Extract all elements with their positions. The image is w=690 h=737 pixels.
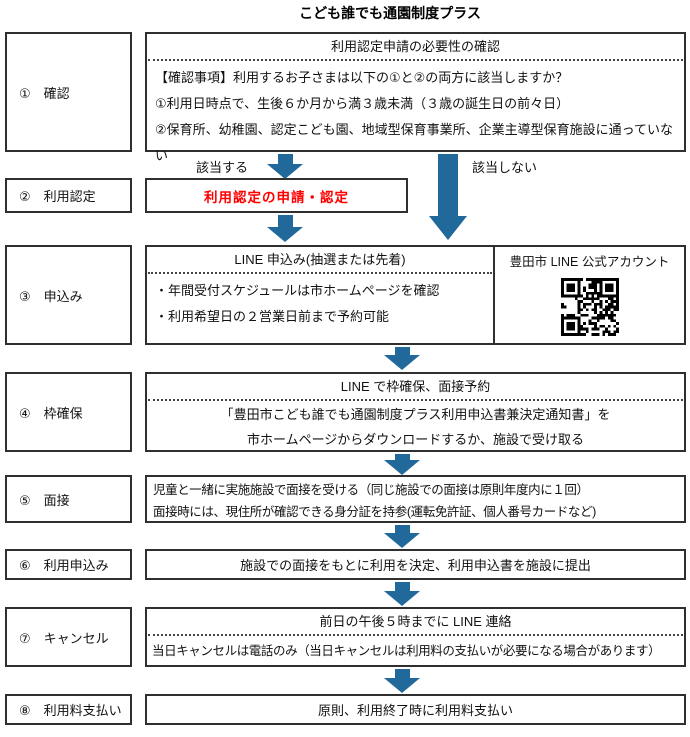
arrow-shaft <box>394 525 410 533</box>
step1-line1: 【確認事項】利用するお子さまは以下の①と②の両方に該当しますか？ <box>155 70 569 85</box>
step4-label-box: ④ 枠確保 <box>5 372 132 452</box>
arrow-head <box>267 164 303 179</box>
step5-content-box: 児童と一緒に実施施設で面接を受ける（同じ施設での面接は原則年度内に１回） 面接時… <box>145 475 686 523</box>
step7-line1: 当日キャンセルは電話のみ（当日キャンセルは利用料の支払いが必要になる場合がありま… <box>152 644 661 658</box>
line-account-caption: 豊田市 LINE 公式アカウント <box>509 255 670 269</box>
step8-content-box: 原則、利用終了時に利用料支払い <box>145 694 686 725</box>
arrow-down-icon <box>384 347 420 370</box>
arrow-shaft <box>277 154 293 164</box>
step3-bullet2: ・利用希望日の２営業日前まで予約可能 <box>155 309 390 324</box>
step2-label-box: ② 利用認定 <box>5 178 132 213</box>
arrow-shaft <box>394 454 410 460</box>
dotted-divider <box>148 399 683 401</box>
step1-header: 利用認定申請の必要性の確認 <box>330 39 500 54</box>
arrow-down-long-icon <box>429 154 467 240</box>
branch-yes-label: 該当する <box>196 160 249 175</box>
arrow-down-icon <box>384 582 420 606</box>
arrow-shaft <box>394 347 410 355</box>
step2-content-box: 利用認定の申請・認定 <box>145 178 408 213</box>
step6-label: ⑥ 利用申込み <box>19 558 109 573</box>
step6-label-box: ⑥ 利用申込み <box>5 549 132 580</box>
branch-no-label: 該当しない <box>472 160 538 175</box>
step4-header: LINE で枠確保、面接予約 <box>340 379 491 394</box>
step3-label-box: ③ 申込み <box>5 245 132 345</box>
step4-line2: 市ホームページからダウンロードするか、施設で受け取る <box>246 432 585 447</box>
step6-line1: 施設での面接をもとに利用を決定、利用申込書を施設に提出 <box>240 558 591 573</box>
step7-label: ⑦ キャンセル <box>19 630 109 646</box>
step1-label: ① 確認 <box>19 85 70 101</box>
dotted-divider <box>148 59 683 61</box>
step8-line1: 原則、利用終了時に利用料支払い <box>317 703 513 718</box>
arrow-down-icon <box>267 215 303 242</box>
line-account-panel: 豊田市 LINE 公式アカウント <box>493 247 684 343</box>
arrow-shaft <box>438 154 458 216</box>
arrow-head <box>384 533 420 548</box>
arrow-down-icon <box>384 525 420 548</box>
arrow-down-icon <box>384 454 420 475</box>
step1-content-box: 利用認定申請の必要性の確認 【確認事項】利用するお子さまは以下の①と②の両方に該… <box>145 32 686 163</box>
arrow-head <box>384 591 420 606</box>
step4-content-box: LINE で枠確保、面接予約 「豊田市こども誰でも通園制度プラス利用申込書兼決定… <box>145 372 686 452</box>
dotted-divider <box>148 272 492 274</box>
step7-header: 前日の午後５時までに LINE 連絡 <box>319 614 512 629</box>
step7-content-box: 前日の午後５時までに LINE 連絡 当日キャンセルは電話のみ（当日キャンセルは… <box>145 607 686 667</box>
step3-label: ③ 申込み <box>19 288 83 304</box>
arrow-head <box>384 460 420 475</box>
step3-content-box: LINE 申込み(抽選または先着) ・年間受付スケジュールは市ホームページを確認… <box>145 245 686 345</box>
step5-label: ⑤ 面接 <box>19 492 70 508</box>
page-title: こども誰でも通園制度プラス <box>299 5 481 21</box>
arrow-shaft <box>394 582 410 591</box>
step1-label-box: ① 確認 <box>5 32 132 152</box>
step2-action-text: 利用認定の申請・認定 <box>204 189 349 205</box>
step2-label: ② 利用認定 <box>19 189 96 204</box>
step5-line2: 面接時には、現住所が確認できる身分証を持参(運転免許証、個人番号カードなど) <box>153 505 596 519</box>
step5-line1: 児童と一緒に実施施設で面接を受ける（同じ施設での面接は原則年度内に１回） <box>153 483 589 497</box>
step7-label-box: ⑦ キャンセル <box>5 607 132 667</box>
qr-code <box>560 278 619 336</box>
step3-header: LINE 申込み(抽選または先着) <box>234 252 406 267</box>
step8-label: ⑧ 利用料支払い <box>19 703 122 718</box>
arrow-head <box>267 227 303 242</box>
arrow-down-icon <box>384 669 420 693</box>
arrow-shaft <box>394 669 410 678</box>
step8-label-box: ⑧ 利用料支払い <box>5 694 132 725</box>
arrow-head <box>384 355 420 370</box>
dotted-divider <box>148 634 683 636</box>
step4-label: ④ 枠確保 <box>19 405 83 421</box>
arrow-head <box>384 678 420 693</box>
arrow-shaft <box>277 215 293 227</box>
step5-label-box: ⑤ 面接 <box>5 475 132 523</box>
step1-line2: ①利用日時点で、生後６か月から満３歳未満（３歳の誕生日の前々日） <box>155 96 570 111</box>
arrow-down-icon <box>267 154 303 179</box>
step1-line3: ②保育所、幼稚園、認定こども園、地域型保育事業所、企業主導型保育施設に通っていな… <box>155 122 674 163</box>
step3-bullet1: ・年間受付スケジュールは市ホームページを確認 <box>155 283 440 298</box>
arrow-head <box>429 216 467 240</box>
step4-line1: 「豊田市こども誰でも通園制度プラス利用申込書兼決定通知書」を <box>220 407 611 422</box>
step6-content-box: 施設での面接をもとに利用を決定、利用申込書を施設に提出 <box>145 549 686 580</box>
